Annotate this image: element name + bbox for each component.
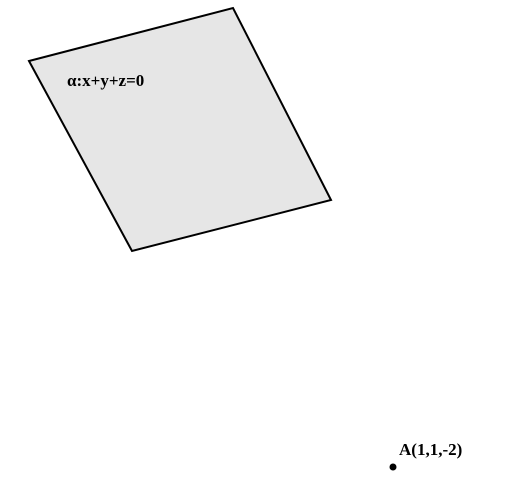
plane-equation-label: α:x+y+z=0: [67, 71, 144, 90]
point-a-marker: [389, 463, 397, 471]
point-a-label: A(1,1,-2): [399, 440, 462, 459]
plane-alpha: [27, 6, 333, 253]
